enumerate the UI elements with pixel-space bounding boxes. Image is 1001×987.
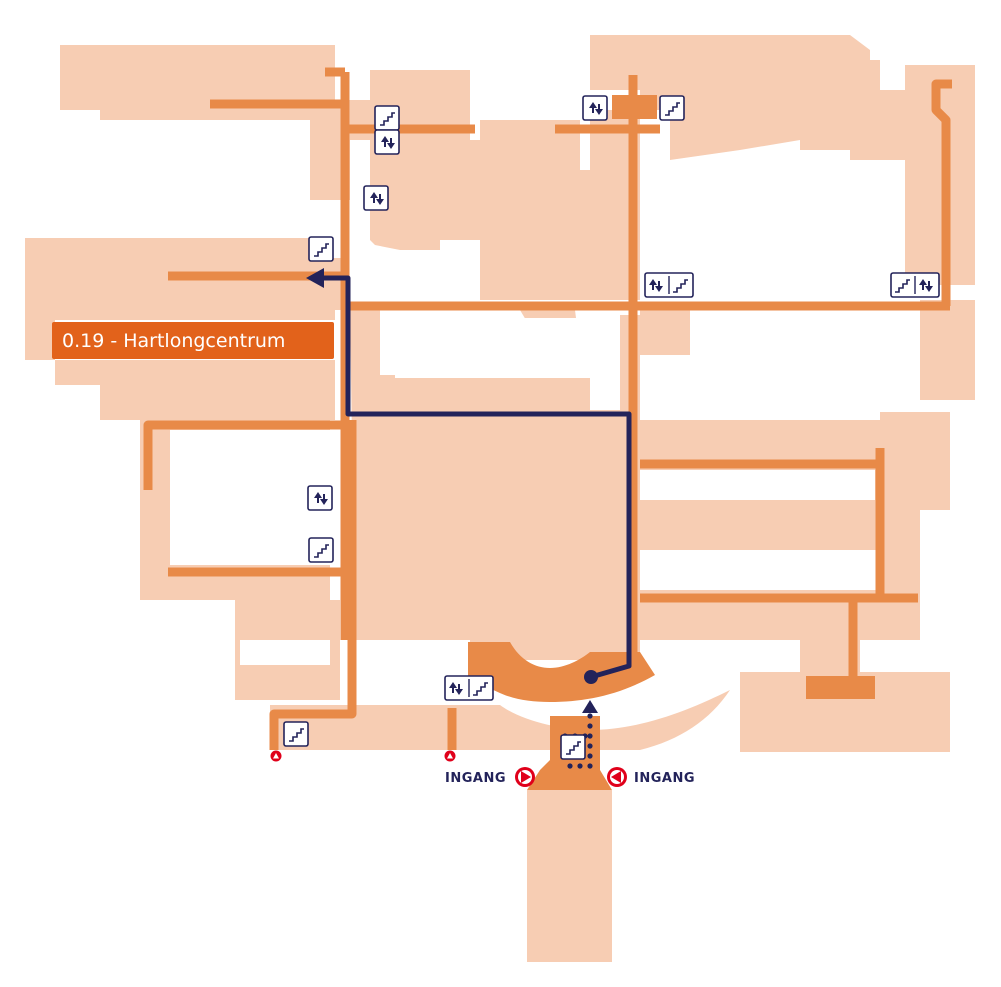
stairs-icon [560,734,586,760]
elevator-icon [363,185,389,211]
entrance-arrow-right-icon [515,767,535,787]
elevator-stairs-icon [644,272,694,298]
elevator-icon [582,95,608,121]
elevator-stairs-icon [444,675,494,701]
exit-marker-icon [444,750,456,762]
courtyards [170,160,905,665]
route-arrow-head [306,268,324,288]
entrance-left: INGANG [445,767,535,787]
stairs-icon [308,537,334,563]
stairs-icon [283,721,309,747]
route [306,268,632,769]
entrance-arrow-left-icon [607,767,627,787]
entrance-right: INGANG [607,767,695,787]
elevator-icon [307,485,333,511]
stairs-icon [374,105,400,131]
entrance-left-label: INGANG [445,771,506,786]
elevator-icon [374,129,400,155]
entrance-right-label: INGANG [634,771,695,786]
stairs-icon [659,95,685,121]
stairs-elevator-icon [890,272,940,298]
exit-marker-icon [270,750,282,762]
stairs-icon [308,236,334,262]
route-origin-dot [584,670,598,684]
destination-label: 0.19 - Hartlongcentrum [52,322,334,359]
